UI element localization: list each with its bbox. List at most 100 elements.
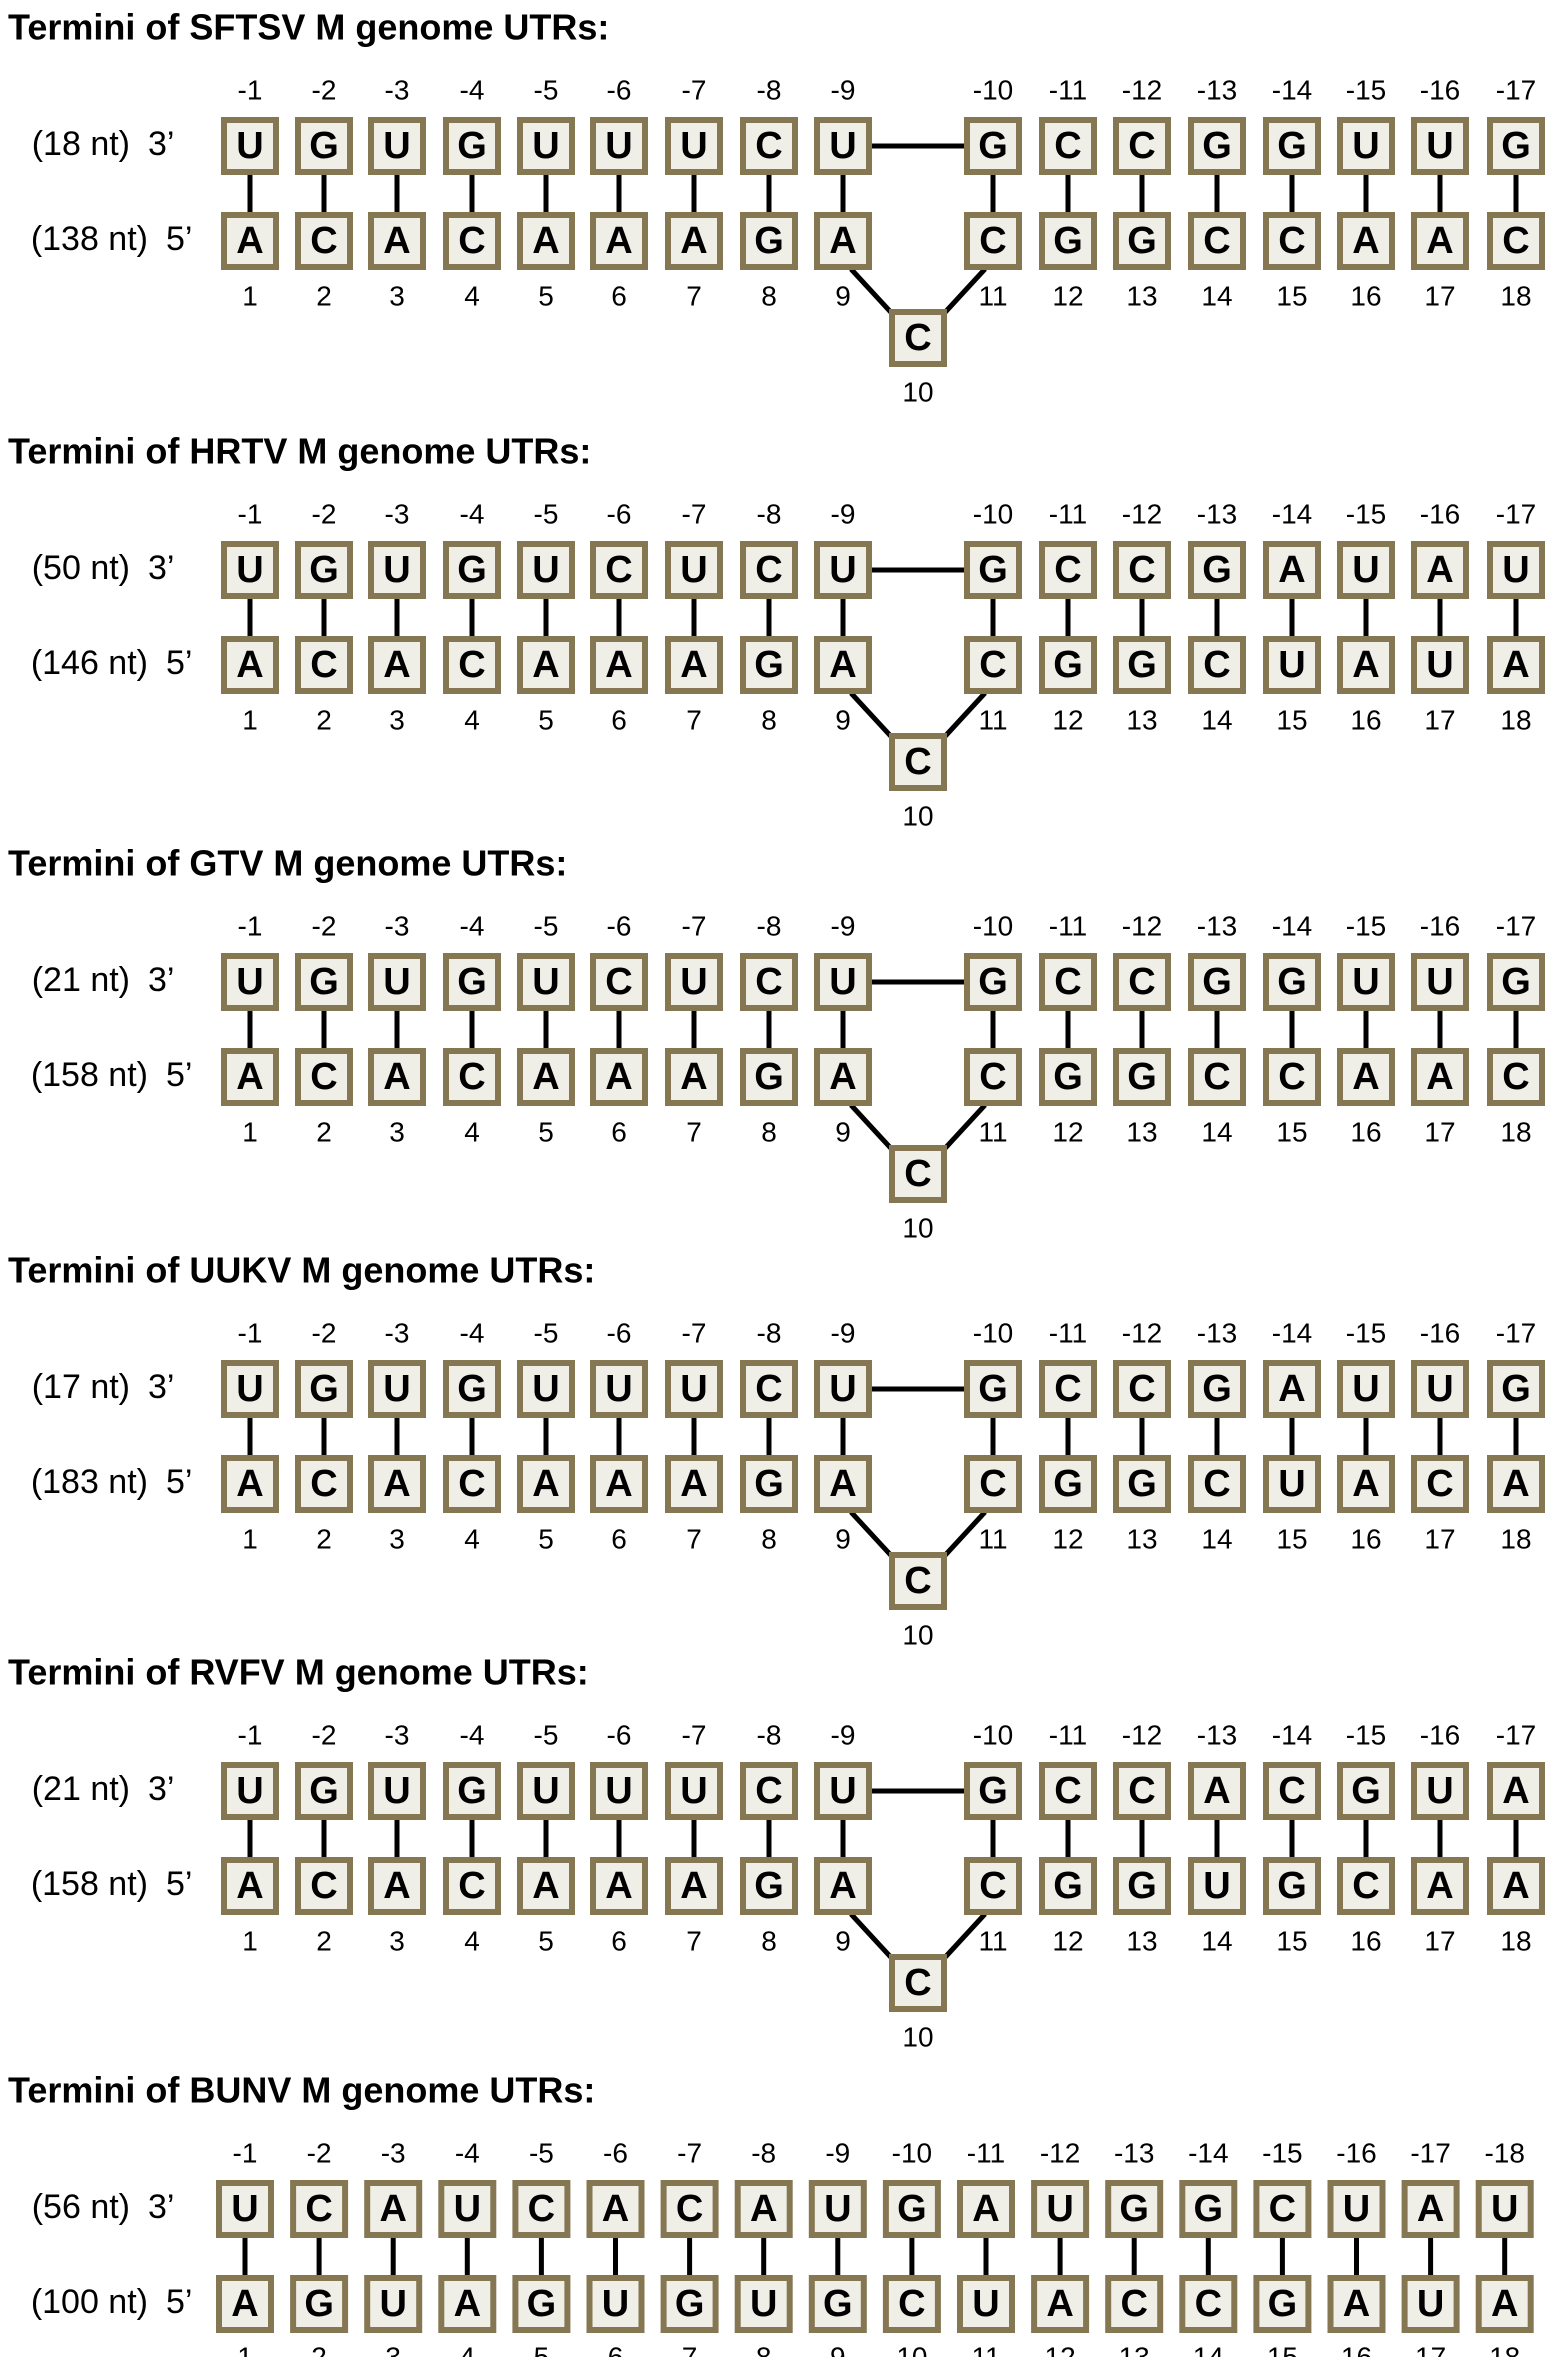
bottom-nucleotide: A — [221, 1857, 279, 1915]
nucleotide-box — [1263, 636, 1321, 694]
top-nucleotide: U — [814, 541, 872, 599]
top-position-label: -16 — [1420, 498, 1460, 529]
bottom-position-label: 18 — [1500, 704, 1531, 735]
top-nucleotide: U — [665, 953, 723, 1011]
top-position-label: -9 — [831, 910, 856, 941]
nucleotide-letter: G — [1127, 644, 1157, 686]
top-nucleotide: G — [882, 2180, 941, 2238]
bottom-position-label: 5 — [538, 704, 554, 735]
bottom-position-label: 14 — [1201, 1523, 1232, 1554]
nucleotide-letter: G — [1194, 2188, 1224, 2230]
nucleotide-box — [1188, 636, 1246, 694]
top-position-label: -8 — [751, 2137, 776, 2168]
nucleotide-letter: G — [978, 549, 1008, 591]
nucleotide-box — [1039, 212, 1097, 270]
bottom-position-label: 17 — [1424, 1925, 1455, 1956]
nucleotide-box — [660, 2180, 719, 2238]
nucleotide-letter: A — [1426, 1056, 1453, 1098]
top-nucleotide: U — [1337, 953, 1395, 1011]
nucleotide-box — [1113, 1048, 1171, 1106]
nucleotide-box — [1039, 1455, 1097, 1513]
top-position-label: -11 — [1049, 74, 1087, 105]
top-nucleotide: G — [443, 1762, 501, 1820]
top-position-label: -6 — [607, 498, 632, 529]
top-position-label: -10 — [973, 498, 1013, 529]
nucleotide-letter: G — [527, 2283, 557, 2325]
top-position-label: -17 — [1496, 1317, 1536, 1348]
nucleotide-letter: U — [680, 1770, 707, 1812]
nucleotide-box — [443, 1360, 501, 1418]
nucleotide-letter: U — [383, 961, 410, 1003]
bottom-nucleotide: G — [740, 1048, 798, 1106]
bottom-position-label: 18 — [1489, 2341, 1520, 2357]
top-nucleotide: C — [1039, 1762, 1097, 1820]
bottom-nucleotide: A — [1411, 212, 1469, 270]
top-nucleotide: G — [1179, 2180, 1238, 2238]
nucleotide-box — [1411, 1762, 1469, 1820]
top-nucleotide: U — [1337, 541, 1395, 599]
nucleotide-letter: G — [457, 549, 487, 591]
top-position-label: -13 — [1114, 2137, 1154, 2168]
bottom-nucleotide: U — [734, 2275, 793, 2333]
nucleotide-box — [1253, 2180, 1312, 2238]
top-position-label: -14 — [1272, 498, 1312, 529]
nucleotide-box — [221, 636, 279, 694]
nucleotide-letter: C — [605, 549, 632, 591]
bottom-position-label: 17 — [1415, 2341, 1446, 2357]
nucleotide-letter: C — [1269, 2188, 1296, 2230]
nucleotide-letter: C — [1195, 2283, 1222, 2325]
nucleotide-letter: A — [532, 1463, 559, 1505]
nucleotide-letter: G — [1119, 2188, 1149, 2230]
nucleotide-box — [740, 1360, 798, 1418]
nucleotide-letter: U — [1278, 644, 1305, 686]
nucleotide-box — [586, 2275, 645, 2333]
nucleotide-letter: A — [605, 220, 632, 262]
top-position-label: -6 — [607, 910, 632, 941]
top-position-label: -4 — [460, 498, 485, 529]
top-nucleotide: U — [517, 953, 575, 1011]
nucleotide-box — [964, 1360, 1022, 1418]
nucleotide-letter: G — [1268, 2283, 1298, 2325]
bottom-position-label: 9 — [835, 1523, 851, 1554]
top-position-label: -13 — [1197, 1317, 1237, 1348]
nucleotide-letter: C — [979, 644, 1006, 686]
top-position-label: -12 — [1040, 2137, 1080, 2168]
bottom-position-label: 10 — [896, 2341, 927, 2357]
nucleotide-box — [517, 117, 575, 175]
nucleotide-letter: C — [458, 1056, 485, 1098]
nucleotide-letter: U — [824, 2188, 851, 2230]
nucleotide-letter: A — [972, 2188, 999, 2230]
nucleotide-box — [1411, 953, 1469, 1011]
nucleotide-letter: U — [532, 125, 559, 167]
nucleotide-box — [1179, 2180, 1238, 2238]
strand-length-5prime: (100 nt) — [31, 2283, 148, 2321]
bottom-nucleotide: C — [964, 636, 1022, 694]
nucleotide-box — [590, 1762, 648, 1820]
nucleotide-box — [1411, 1048, 1469, 1106]
nucleotide-letter: G — [1053, 1463, 1083, 1505]
nucleotide-letter: G — [1501, 125, 1531, 167]
nucleotide-letter: G — [1053, 220, 1083, 262]
bottom-position-label: 13 — [1126, 1925, 1157, 1956]
nucleotide-box — [295, 541, 353, 599]
top-nucleotide: U — [814, 117, 872, 175]
nucleotide-letter: C — [755, 125, 782, 167]
nucleotide-box — [221, 1048, 279, 1106]
nucleotide-letter: A — [1278, 549, 1305, 591]
top-position-label: -5 — [534, 1719, 559, 1750]
top-position-label: -4 — [460, 74, 485, 105]
top-position-label: -3 — [385, 498, 410, 529]
nucleotide-letter: G — [1053, 1865, 1083, 1907]
top-position-label: -11 — [1049, 910, 1087, 941]
nucleotide-box — [1263, 1048, 1321, 1106]
top-position-label: -12 — [1122, 498, 1162, 529]
nucleotide-box — [1188, 1762, 1246, 1820]
top-position-label: -11 — [967, 2137, 1005, 2168]
nucleotide-letter: U — [532, 549, 559, 591]
bottom-nucleotide: A — [517, 1857, 575, 1915]
nucleotide-box — [517, 1762, 575, 1820]
nucleotide-box — [1188, 212, 1246, 270]
nucleotide-box — [1337, 1455, 1395, 1513]
bottom-position-label: 16 — [1350, 1116, 1381, 1147]
